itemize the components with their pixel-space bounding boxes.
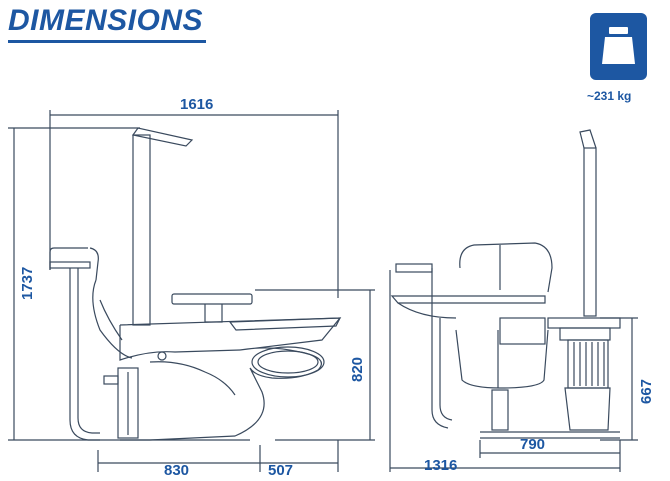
weight-label: ~231 kg bbox=[587, 89, 632, 103]
title-underline bbox=[8, 40, 206, 43]
dim-front-height: 667 bbox=[638, 379, 655, 404]
weight-badge bbox=[590, 13, 647, 80]
dim-base-left: 830 bbox=[164, 462, 189, 479]
dim-seat-height: 820 bbox=[349, 357, 366, 382]
dim-front-depth-total: 1316 bbox=[424, 457, 457, 474]
page-title: DIMENSIONS bbox=[8, 4, 204, 37]
dim-front-depth-base: 790 bbox=[520, 436, 545, 453]
dim-top-width: 1616 bbox=[180, 96, 213, 113]
dim-height: 1737 bbox=[19, 267, 36, 300]
dim-base-right: 507 bbox=[268, 462, 293, 479]
weight-icon bbox=[602, 27, 635, 64]
